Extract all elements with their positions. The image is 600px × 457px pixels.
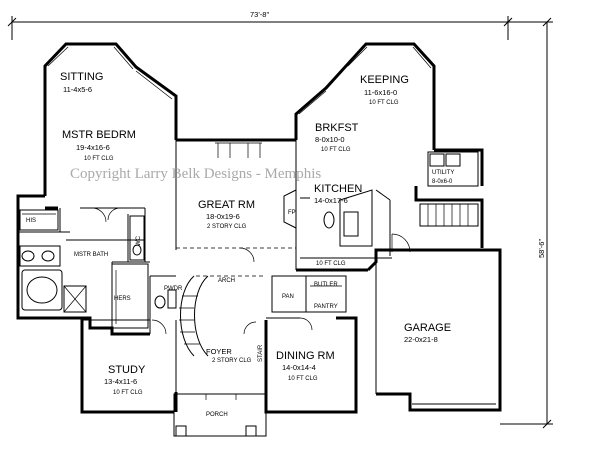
overall-width-label: 73'-8" [250,10,269,19]
mstr-bath-name: MSTR BATH [74,252,108,258]
main-block-walls [175,42,502,412]
brkfst-size: 8-0x10-0 [315,135,345,144]
dining-rm-name: DINING RM [276,350,335,362]
width-dimension-line: 73'-8" [7,10,513,40]
butler-sub: PANTRY [314,304,338,310]
sitting-size: 11-4x5-6 [63,85,92,94]
garage-size: 22-0x21-8 [404,335,438,344]
copyright-watermark: Copyright Larry Belk Designs - Memphis [70,166,321,182]
depth-dimension-line: 58'-6" [500,17,553,429]
fireplace-label: FP [288,210,296,216]
mstr-bedrm-note: 10 FT CLG [84,156,114,162]
foyer-note: 2 STORY CLG [212,358,252,364]
pan-name: PAN [282,294,294,300]
great-rm-size: 18-0x19-6 [206,212,240,221]
garage-name: GARAGE [404,322,451,334]
room-labels: SITTING 11-4x5-6 MSTR BEDRM 19-4x16-6 10… [26,71,454,418]
pwdr-name: PWDR [164,286,183,292]
mstr-bedrm-size: 19-4x16-6 [76,143,110,152]
sitting-name: SITTING [60,71,103,83]
utility-name: UTILITY [432,170,454,176]
master-wing-walls [16,42,178,336]
door-swings [91,207,313,335]
dining-rm-size: 14-0x14-4 [282,363,316,372]
keeping-name: KEEPING [360,74,409,86]
great-rm-note: 2 STORY CLG [207,224,247,230]
mstr-bedrm-name: MSTR BEDRM [62,129,136,141]
study-name: STUDY [108,364,146,376]
study-note: 10 FT CLG [113,390,143,396]
kitchen-note: 10 FT CLG [316,261,346,267]
overall-depth-label: 58'-6" [537,239,546,258]
arch-label: ARCH [218,278,235,284]
butler-name: BUTLER [314,282,338,288]
kitchen-size: 14-0x17-6 [314,196,348,205]
great-rm-name: GREAT RM [198,199,255,211]
brkfst-note: 10 FT CLG [321,147,351,153]
hers-name: HERS [114,296,131,302]
keeping-size: 11-6x16-0 [364,88,397,97]
foyer-name: FOYER [206,347,232,356]
front-rooms-walls [80,275,358,437]
brkfst-name: BRKFST [315,122,359,134]
utility-size: 8-0x6-0 [432,179,453,185]
his-name: HIS [26,218,36,224]
keeping-note: 10 FT CLG [369,100,399,106]
kitchen-name: KITCHEN [314,183,362,195]
stair-label: STAIR [258,344,264,362]
dining-rm-note: 10 FT CLG [288,376,318,382]
wc-name: WC [136,235,142,246]
study-size: 13-4x11-6 [104,377,137,386]
porch-name: PORCH [206,412,228,418]
